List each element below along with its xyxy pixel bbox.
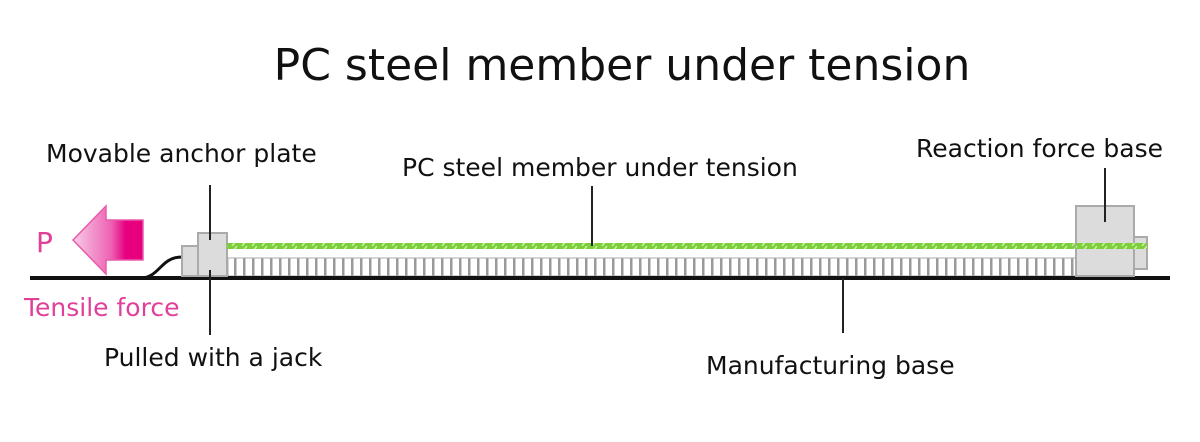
jack-cable [139, 255, 183, 280]
pc-steel-strand-end [1076, 243, 1147, 249]
force-symbol: P [36, 226, 53, 259]
pc-steel-member-label: PC steel member under tension [402, 153, 798, 182]
tensile-force-arrow-icon [71, 204, 144, 276]
manufacturing-base [227, 257, 1079, 277]
reaction-force-base-label: Reaction force base [916, 134, 1163, 163]
manufacturing-base-label: Manufacturing base [706, 351, 955, 380]
movable-anchor-plate [197, 232, 228, 277]
tensile-force-label: Tensile force [23, 293, 179, 322]
movable-anchor-plate-label: Movable anchor plate [46, 139, 317, 168]
pulled-with-jack-label: Pulled with a jack [104, 343, 323, 372]
diagram-title: PC steel member under tension [274, 40, 971, 91]
pc-steel-strand [227, 243, 1145, 249]
reaction-anchor [1133, 236, 1148, 270]
